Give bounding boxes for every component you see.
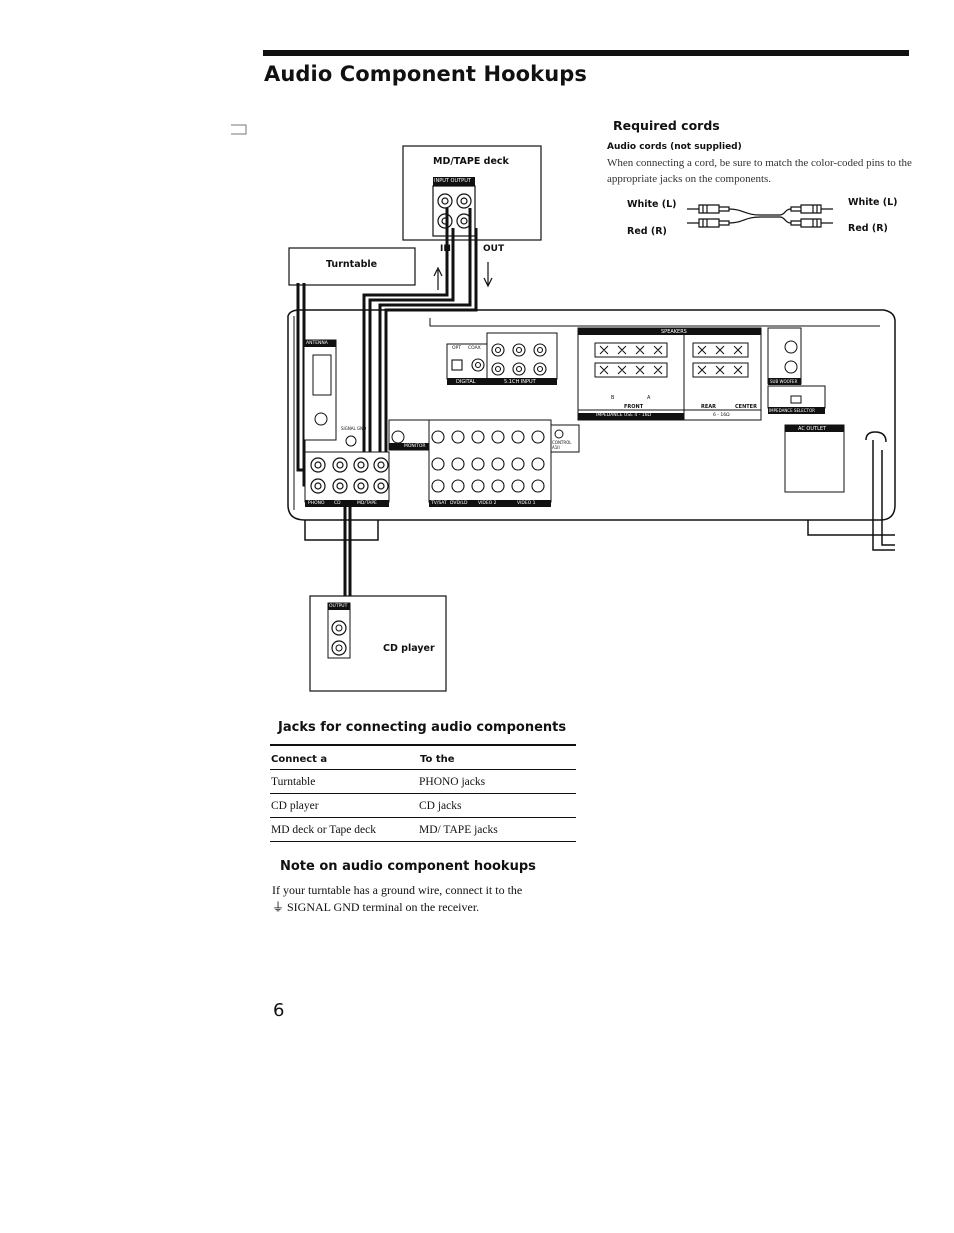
note-line-1: If your turntable has a ground wire, con… [272, 883, 523, 897]
audio-cord-illustration [687, 204, 833, 228]
cd-jack-label: CD [334, 501, 341, 506]
component-cell: MD deck or Tape deck [270, 817, 419, 842]
video2-label: VIDEO 2 [478, 501, 497, 506]
turntable-label: Turntable [326, 259, 378, 270]
col-connect-header: Connect a [270, 744, 419, 770]
cord-right-white-label: White (L) [848, 197, 898, 208]
video1-label: VIDEO 1 [517, 501, 536, 506]
note-line-2: ⏚ SIGNAL GND terminal on the receiver. [272, 900, 480, 914]
spk-b-label: B [611, 395, 615, 401]
component-cell: CD player [270, 793, 419, 818]
jacks-table-wrap: Connect a To the Turntable PHONO jacks C… [270, 744, 576, 842]
dvd-ld-label: DVD/LD [450, 501, 468, 506]
speakers-label: SPEAKERS [661, 329, 687, 335]
coax-label: COAX [468, 346, 481, 351]
note-section-heading: Note on audio component hookups [280, 859, 536, 874]
antenna-label: ANTENNA [306, 341, 328, 346]
ch-input-label: 5.1CH INPUT [504, 379, 536, 385]
ac-outlet-label: AC OUTLET [798, 426, 827, 432]
required-cords-subheading: Audio cords (not supplied) [607, 142, 742, 152]
spk-a-label: A [647, 395, 651, 401]
hookup-diagram [231, 124, 896, 692]
table-row: Turntable PHONO jacks [270, 769, 576, 794]
cord-left-white-label: White (L) [627, 199, 677, 210]
opt-label: OPT [452, 346, 462, 351]
sub-woofer-label: SUB WOOFER [770, 379, 798, 384]
out-label: OUT [483, 244, 505, 254]
tv-sat-label: TV/SAT [431, 501, 447, 506]
control-a1-label: CONTROL A1II [552, 440, 572, 450]
rear-label: REAR [701, 404, 716, 410]
table-header-row: Connect a To the [270, 744, 576, 770]
cd-output-label: OUTPUT [329, 604, 348, 609]
cord-right-red-label: Red (R) [848, 223, 888, 234]
note-body: If your turntable has a ground wire, con… [272, 882, 572, 916]
digital-label: DIGITAL [456, 379, 476, 385]
md-tape-jack-label: MD/TAPE [357, 501, 377, 506]
monitor-label: MONITOR [404, 444, 426, 449]
jacks-section-heading: Jacks for connecting audio components [278, 720, 567, 735]
cd-player-label: CD player [383, 643, 435, 654]
jack-cell: CD jacks [419, 793, 576, 818]
title-rule [263, 50, 909, 56]
md-tape-deck-label: MD/TAPE deck [433, 156, 509, 167]
jack-cell: MD/ TAPE jacks [419, 817, 576, 842]
impedance-selector-label: IMPEDANCE SELECTOR [769, 408, 815, 413]
table-row: CD player CD jacks [270, 793, 576, 818]
col-to-header: To the [419, 744, 576, 770]
impedance-use-label: IMPEDANCE USE 4 - 16Ω [596, 413, 651, 418]
signal-gnd-label: SIGNAL GND [341, 426, 367, 431]
page-number: 6 [273, 1000, 285, 1021]
required-cords-heading: Required cords [613, 118, 720, 133]
required-cords-body: When connecting a cord, be sure to match… [607, 157, 912, 185]
jack-cell: PHONO jacks [419, 769, 576, 794]
phono-jack-label: PHONO [308, 501, 325, 506]
front-label: FRONT [624, 404, 644, 410]
md-jack-header: INPUT OUTPUT [434, 178, 471, 184]
jacks-table: Connect a To the Turntable PHONO jacks C… [270, 744, 576, 842]
in-label: IN [440, 244, 451, 254]
component-cell: Turntable [270, 769, 419, 794]
page-title: Audio Component Hookups [264, 62, 588, 86]
table-row: MD deck or Tape deck MD/ TAPE jacks [270, 817, 576, 842]
cord-left-red-label: Red (R) [627, 226, 667, 237]
impedance-range-label: 6 - 16Ω [713, 413, 730, 418]
center-label: CENTER [735, 404, 757, 410]
